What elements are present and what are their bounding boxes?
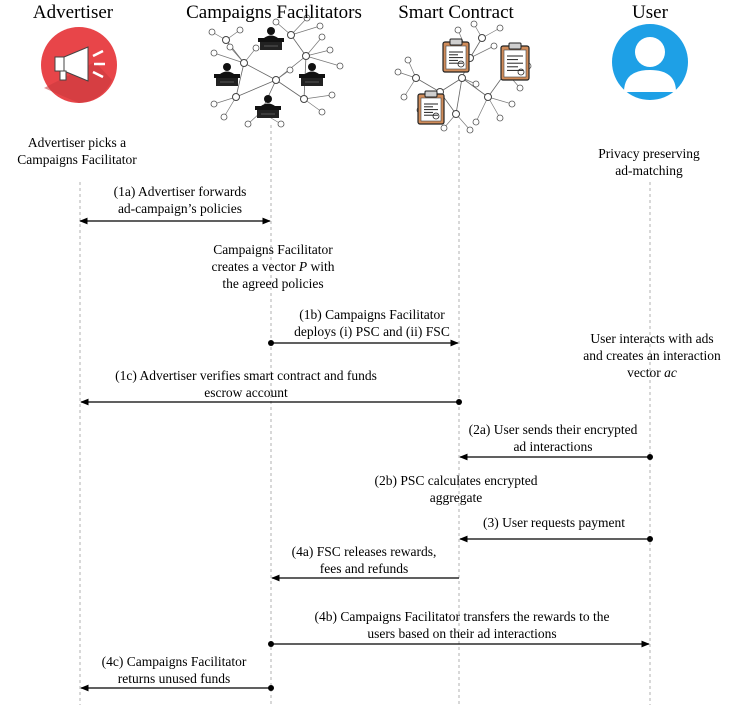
network-node-icon xyxy=(226,43,234,51)
megaphone-icon xyxy=(41,27,117,103)
advertiser-header: Advertiser xyxy=(32,2,114,23)
network-with-contracts-icon xyxy=(394,20,532,134)
user-avatar-icon xyxy=(612,24,688,100)
user-header: User xyxy=(632,2,668,23)
arrow-1b-origin xyxy=(268,340,274,346)
message-1c-label: (1c) Advertiser verifies smart contract … xyxy=(115,368,377,400)
facilitator-person-icon xyxy=(299,63,325,86)
network-hub-icon xyxy=(272,76,280,84)
network-node-icon xyxy=(286,66,294,74)
network-node-icon xyxy=(303,14,311,22)
network-node-icon xyxy=(318,33,326,41)
network-node-icon xyxy=(400,93,408,101)
user-interacts-note: User interacts with ads and creates an i… xyxy=(583,331,721,380)
network-hub-icon xyxy=(302,52,310,60)
network-hub-icon xyxy=(452,110,460,118)
contract-header: Smart Contract xyxy=(398,2,514,23)
arrow-1c-origin xyxy=(456,399,462,405)
network-node-icon xyxy=(326,46,334,54)
facilitator-person-icon xyxy=(258,27,284,50)
network-node-icon xyxy=(316,22,324,30)
network-node-icon xyxy=(272,18,280,26)
network-node-icon xyxy=(496,114,504,122)
network-node-icon xyxy=(472,80,480,88)
facilitator-person-icon xyxy=(255,95,281,118)
network-of-facilitators-icon xyxy=(208,14,344,128)
arrow-3-origin xyxy=(647,536,653,542)
network-node-icon xyxy=(508,100,516,108)
network-node-icon xyxy=(252,44,260,52)
network-node-icon xyxy=(220,113,228,121)
network-node-icon xyxy=(466,126,474,134)
network-hub-icon xyxy=(232,93,240,101)
network-hub-icon xyxy=(222,36,230,44)
arrow-4b-origin xyxy=(268,641,274,647)
network-node-icon xyxy=(472,118,480,126)
facilitators-header: Campaigns Facilitators xyxy=(186,2,362,23)
message-4a-label: (4a) FSC releases rewards,fees and refun… xyxy=(291,544,437,576)
network-node-icon xyxy=(490,42,498,50)
network-node-icon xyxy=(277,120,285,128)
network-node-icon xyxy=(210,100,218,108)
network-hub-icon xyxy=(287,31,295,39)
arrow-4c-origin xyxy=(268,685,274,691)
network-node-icon xyxy=(208,28,216,36)
facilitator-person-icon xyxy=(214,63,240,86)
message-3-label: (3) User requests payment xyxy=(482,515,626,530)
network-node-icon xyxy=(328,91,336,99)
network-hub-icon xyxy=(484,93,492,101)
network-node-icon xyxy=(244,120,252,128)
network-node-icon xyxy=(318,108,326,116)
network-node-icon xyxy=(404,56,412,64)
contract-document-icon xyxy=(417,90,445,125)
network-node-icon xyxy=(336,62,344,70)
arrow-2a-origin xyxy=(647,454,653,460)
network-node-icon xyxy=(440,124,448,132)
network-hub-icon xyxy=(478,34,486,42)
network-node-icon xyxy=(454,26,462,34)
network-hub-icon xyxy=(300,95,308,103)
network-node-icon xyxy=(470,20,478,28)
network-node-icon xyxy=(516,84,524,92)
contract-document-icon xyxy=(442,38,470,73)
network-hub-icon xyxy=(412,74,420,82)
network-node-icon xyxy=(210,49,218,57)
message-4b-label: (4b) Campaigns Facilitator transfers the… xyxy=(314,609,610,641)
network-node-icon xyxy=(236,26,244,34)
vector-p-note: Campaigns Facilitator creates a vector P… xyxy=(211,242,335,291)
network-node-icon xyxy=(496,24,504,32)
contract-document-icon xyxy=(500,42,530,81)
network-hub-icon xyxy=(240,59,248,67)
network-node-icon xyxy=(394,68,402,76)
network-hub-icon xyxy=(458,74,466,82)
